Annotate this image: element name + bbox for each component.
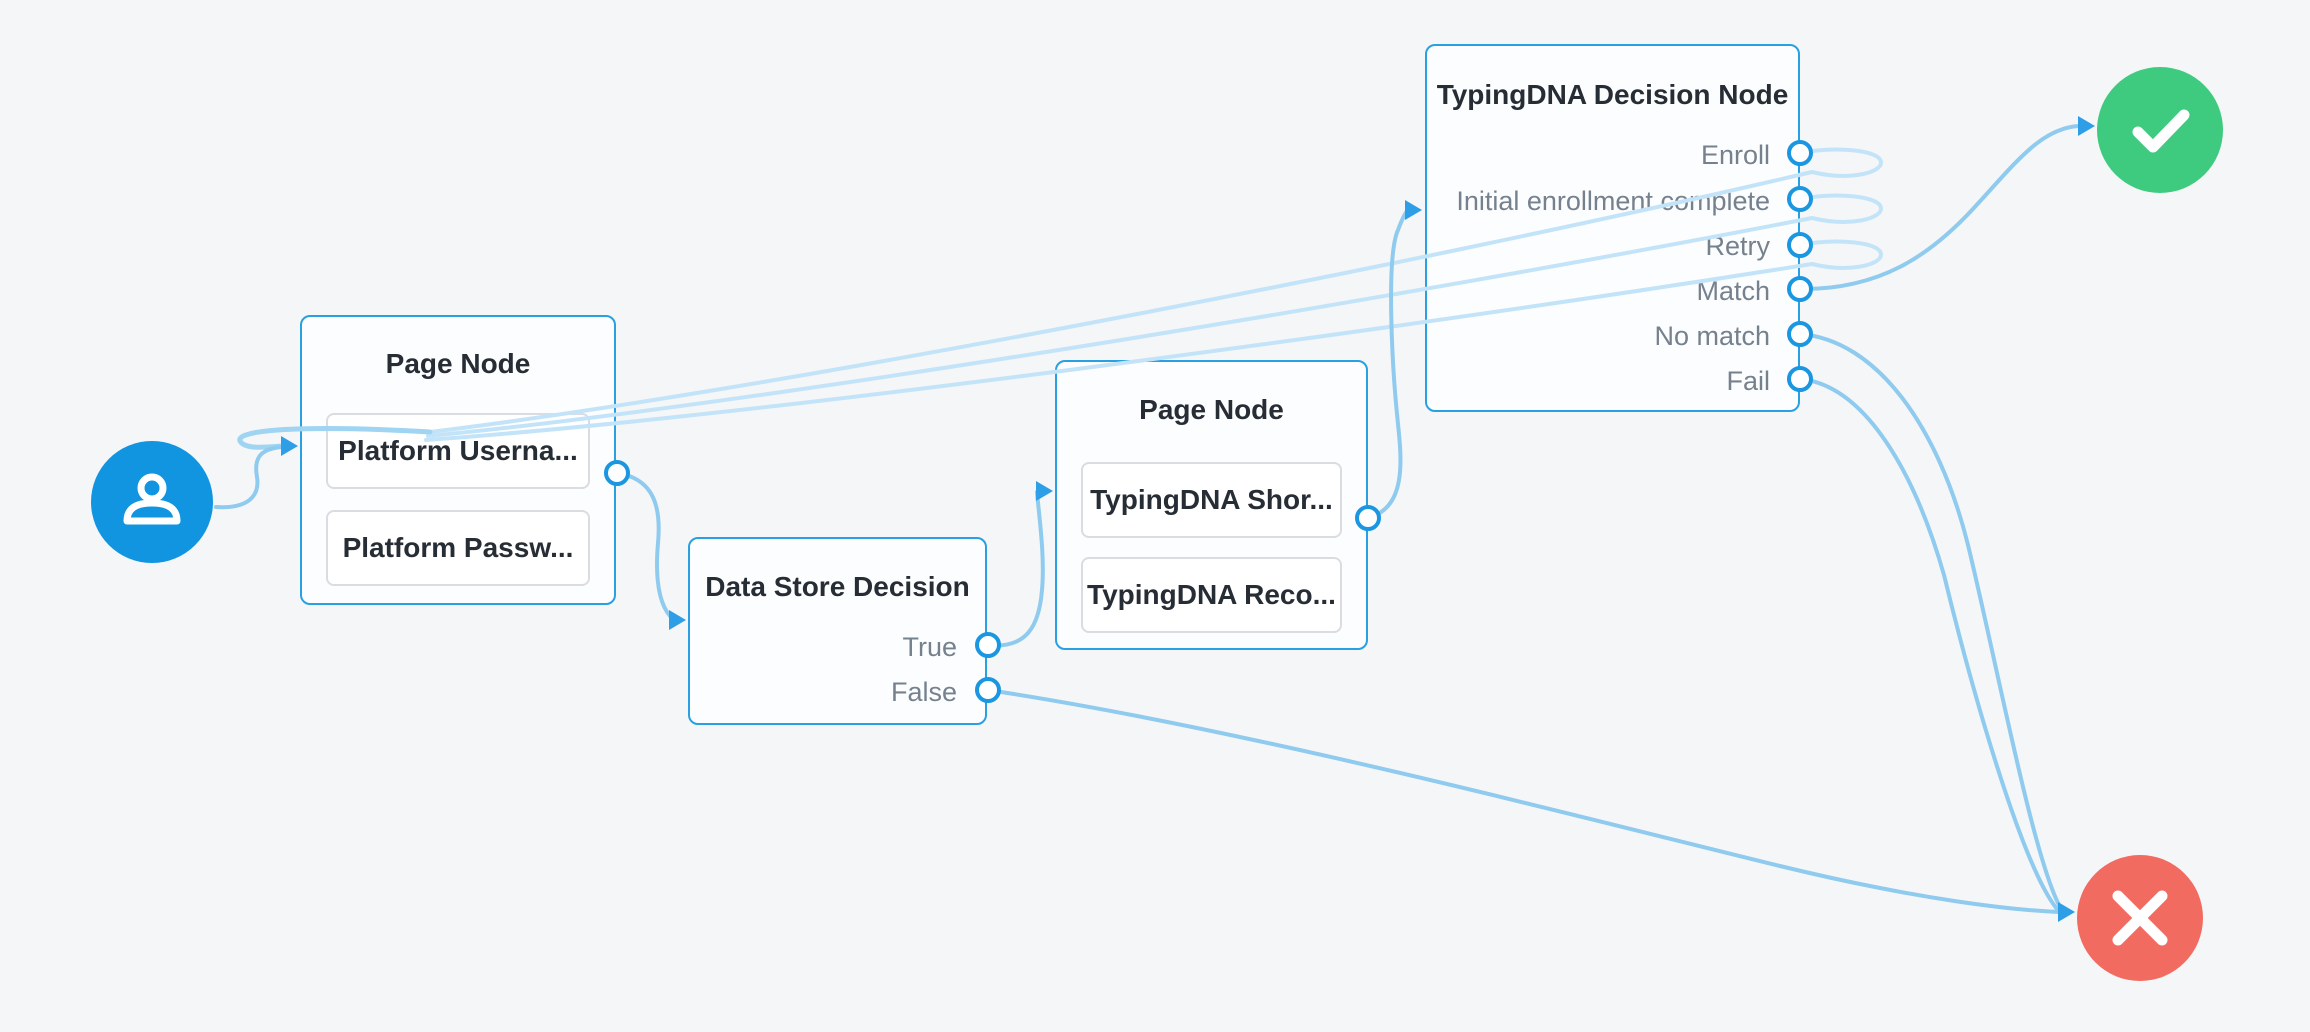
port-typingdna-match[interactable] [1787,276,1813,302]
connection-no-match-to-failure [1798,332,2061,907]
arrowhead-success-input [2078,116,2095,136]
outcome-label-initial-enrollment-complete: Initial enrollment complete [1456,186,1770,216]
outcome-label-no-match: No match [1654,321,1770,351]
connection-match-to-success [1798,124,2081,292]
connection-false-to-failure [986,688,2061,914]
outcome-label-fail: Fail [1726,366,1770,396]
port-data-store-false[interactable] [975,677,1001,703]
port-typingdna-fail[interactable] [1787,366,1813,392]
connection-fail-to-failure [1798,377,2059,911]
outcome-label-true: True [902,632,957,662]
arrowhead-typingdna-input [1405,200,1422,220]
node-page-node-2[interactable]: Page Node TypingDNA Shor... TypingDNA Re… [1055,360,1368,650]
port-page-node-2-out[interactable] [1355,505,1381,531]
outcome-label-false: False [890,677,957,707]
node-typingdna-decision[interactable]: TypingDNA Decision Node Enroll Initial e… [1425,44,1800,412]
node-title: Page Node [1139,394,1284,425]
check-icon [2132,109,2190,153]
node-title: TypingDNA Decision Node [1436,79,1789,110]
port-typingdna-retry[interactable] [1787,232,1813,258]
success-node[interactable] [2097,67,2223,193]
start-node[interactable] [91,441,213,563]
arrowhead-data-store-input [669,610,686,630]
outcome-label-match: Match [1696,276,1770,306]
node-item-typingdna-recorder[interactable]: TypingDNA Reco... [1081,557,1342,633]
node-item-platform-username[interactable]: Platform Userna... [326,413,590,489]
arrowhead-page-node-2-input [1036,481,1053,501]
arrowhead-page-node-1-input [281,436,298,456]
port-typingdna-no-match[interactable] [1787,321,1813,347]
node-item-typingdna-short-phrase[interactable]: TypingDNA Shor... [1081,462,1342,538]
node-title: Data Store Decision [705,571,970,602]
port-typingdna-enroll[interactable] [1787,140,1813,166]
connection-page-node-2-to-typingdna [1366,209,1409,520]
connection-start-to-page-node-1 [214,445,284,510]
user-icon [123,473,181,525]
outcome-label-retry: Retry [1705,231,1770,261]
failure-node[interactable] [2077,855,2203,981]
arrowhead-failure-input [2058,902,2075,922]
node-title: Page Node [385,348,531,379]
outcome-label-enroll: Enroll [1700,140,1770,170]
port-data-store-true[interactable] [975,632,1001,658]
node-page-node-1[interactable]: Page Node Platform Userna... Platform Pa… [300,315,616,605]
connection-page-node-1-to-data-store [615,471,672,618]
port-typingdna-initial-enrollment-complete[interactable] [1787,186,1813,212]
close-icon [2112,890,2168,946]
port-page-node-1-out[interactable] [604,460,630,486]
connection-true-to-page-node-2 [986,490,1045,648]
node-data-store-decision[interactable]: Data Store Decision True False [688,537,987,725]
node-item-platform-password[interactable]: Platform Passw... [326,510,590,586]
